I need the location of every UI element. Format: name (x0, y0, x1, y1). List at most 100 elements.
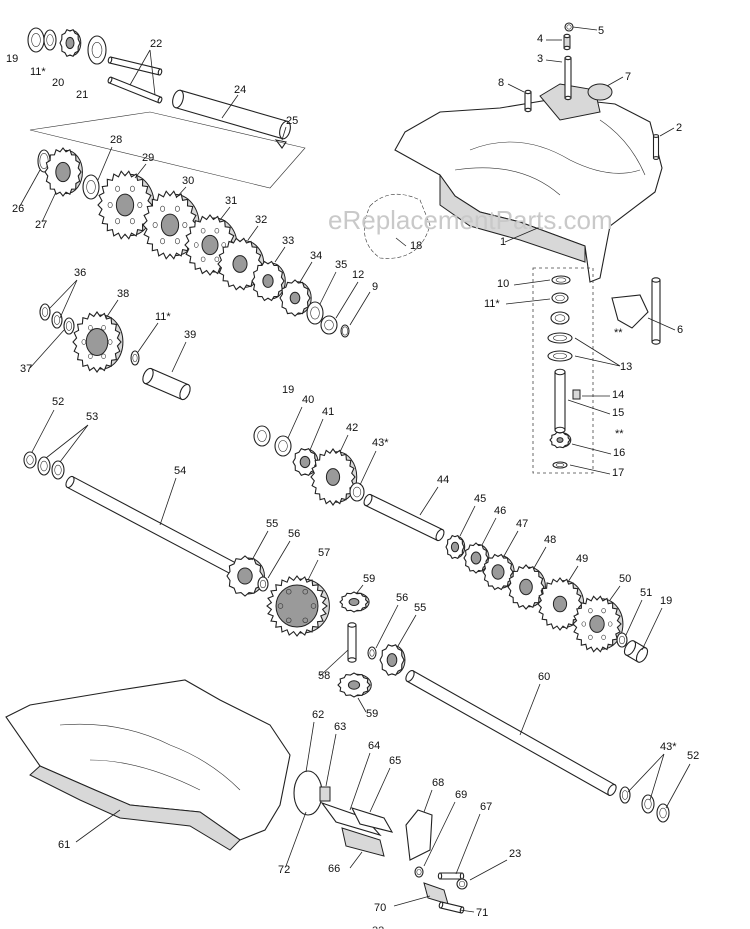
callout-label: 25 (286, 115, 298, 127)
gear-30-hole (182, 221, 188, 229)
washer-53 (37, 456, 51, 476)
washer-43b-inner (644, 798, 652, 810)
leader-line (305, 721, 315, 773)
bolt-71-start (438, 901, 444, 909)
bevel-gear-55-right (379, 644, 406, 676)
washer-13b (547, 350, 573, 362)
gear-29-hole (137, 201, 143, 209)
clip-26-inner (39, 153, 49, 170)
washer-53-inner (40, 460, 48, 472)
upper-housing (394, 97, 663, 283)
bearing-11 (551, 292, 569, 304)
leader-line (355, 584, 364, 595)
washer-37 (63, 317, 75, 335)
gear-47-hub (491, 564, 505, 580)
gear-20-hub (65, 36, 75, 50)
bolt-2-body (652, 135, 660, 159)
pin-22b-end (157, 68, 163, 76)
ring-gear-57-hole (302, 617, 308, 623)
leader-line (397, 614, 417, 647)
washer-11-top-inner (46, 34, 54, 46)
washer-51 (616, 632, 628, 648)
lower-housing-flange (29, 765, 241, 851)
gear-33-hub (262, 274, 274, 288)
washer-53b-inner (54, 464, 62, 476)
gear-20 (59, 29, 82, 57)
gear-45-hub (450, 541, 460, 553)
gear-32-hub (232, 255, 248, 273)
leader-line (309, 418, 324, 451)
ring-56-inner (259, 579, 267, 589)
leader-line (545, 59, 563, 63)
callout-label: 43* (372, 437, 389, 449)
pin-22-end (157, 96, 163, 104)
shift-shaft-6-end (651, 339, 661, 345)
gear-38-hole (101, 353, 106, 359)
nut-23 (456, 878, 468, 890)
callout-label: 28 (110, 134, 122, 146)
shaft-24-start (172, 89, 184, 109)
callout-label: 46 (494, 505, 506, 517)
page-number: 32 (372, 925, 384, 929)
washer-11-top (43, 29, 57, 51)
callout-label: 20 (52, 77, 64, 89)
bushing-28-outer (82, 174, 100, 200)
leader-line (459, 505, 476, 537)
leader-line (281, 126, 287, 141)
washer-52-right (656, 803, 670, 823)
washer-13b-inner (553, 352, 567, 360)
shaft-3 (564, 55, 572, 101)
leader-line (49, 279, 78, 319)
callout-label: 23 (509, 848, 521, 860)
callout-label: 63 (334, 721, 346, 733)
leader-line (481, 517, 497, 546)
washer-69 (414, 866, 424, 878)
shaft-39 (142, 367, 191, 401)
leader-line (359, 450, 377, 486)
washer-43-inner (352, 486, 362, 498)
leader-line (349, 851, 363, 869)
shaft-3-body (564, 57, 572, 99)
gear-29-hub (115, 193, 135, 217)
callout-label: 32 (255, 214, 267, 226)
callout-label: 33 (282, 235, 294, 247)
pin-22b-start (107, 56, 113, 64)
bushing-19-mid-inner (257, 430, 267, 442)
axle-54-start (65, 475, 75, 489)
sprocket-27 (44, 147, 83, 197)
ring-gear-57-hole (286, 617, 292, 623)
bolt-71 (438, 901, 465, 914)
leader-line (606, 76, 624, 87)
leader-line (339, 434, 349, 453)
leader-line (171, 341, 187, 373)
callout-label: 35 (335, 259, 347, 271)
leader-line (504, 226, 541, 243)
callout-label: 60 (538, 671, 550, 683)
washer-13-outer (547, 332, 573, 344)
washer-11-top-outer (43, 29, 57, 51)
washer-13b-outer (547, 350, 573, 362)
gear-50 (572, 595, 624, 653)
leader-line (274, 246, 286, 263)
leader-line (572, 26, 598, 31)
bolt-67 (437, 872, 465, 880)
leader-line (375, 604, 399, 649)
ring-gear-57-hole (302, 589, 308, 595)
bearing-11b (550, 311, 570, 325)
ring-gear-57-hub (275, 584, 319, 628)
washer-11-mid-inner (132, 353, 138, 363)
gear-48-hub (519, 578, 533, 596)
nut-23-outer (456, 878, 468, 890)
leader-line (19, 169, 41, 207)
callout-label: 12 (352, 269, 364, 281)
bushing-19-mid-outer (253, 425, 271, 447)
leader-line (571, 443, 612, 455)
washer-36b-outer (51, 311, 63, 329)
callout-label: 44 (437, 474, 449, 486)
gear-50-hole (588, 608, 593, 614)
callout-label: ** (614, 327, 623, 339)
callout-label: 11* (155, 311, 171, 323)
washer-11-mid (130, 350, 140, 366)
callout-label: 69 (455, 789, 467, 801)
callout-label: 58 (318, 670, 330, 682)
